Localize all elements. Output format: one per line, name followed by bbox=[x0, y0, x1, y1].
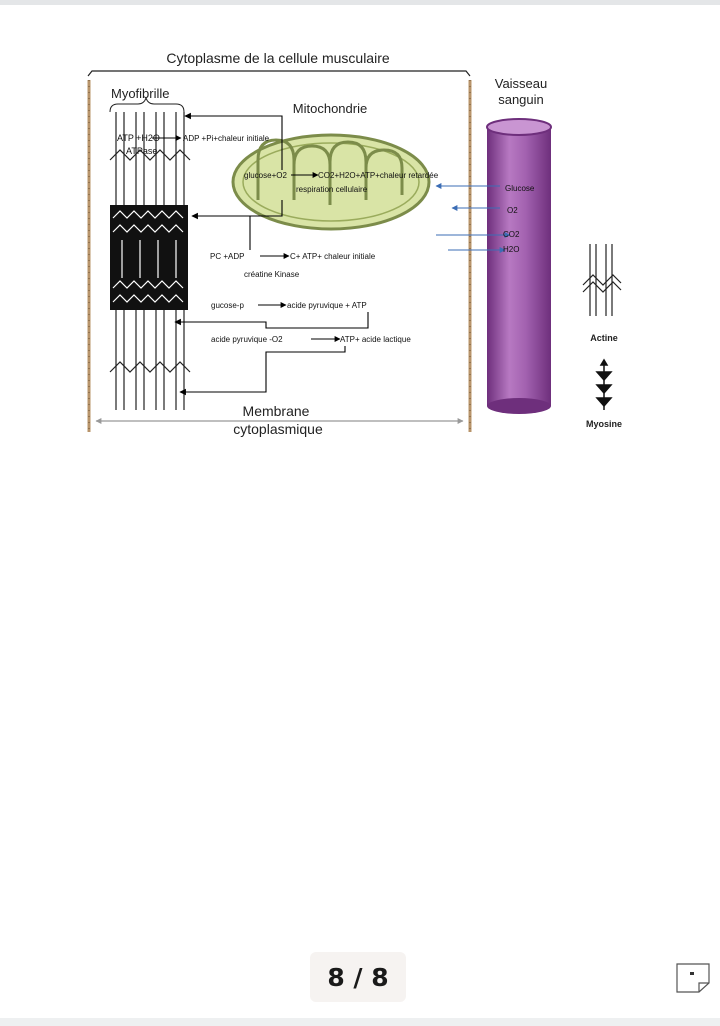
reaction-acide-pyruvique-o2: acide pyruvique -O2 bbox=[211, 335, 283, 344]
muscle-cell-diagram: Cytoplasme de la cellule musculaire Memb… bbox=[87, 50, 622, 437]
membrane-label-line1: Membrane bbox=[243, 403, 310, 419]
myosine-label: Myosine bbox=[586, 419, 622, 429]
actine-label: Actine bbox=[590, 333, 618, 343]
page-indicator: 8 / 8 bbox=[310, 952, 406, 1002]
blood-vessel bbox=[486, 118, 552, 414]
vaisseau-label-line2: sanguin bbox=[498, 92, 544, 107]
reaction-glucose-p: gucose-p bbox=[211, 301, 244, 310]
reaction-respiration: respiration cellulaire bbox=[296, 185, 368, 194]
reaction-atp-hydrolysis: ATP +H2O bbox=[117, 133, 160, 143]
blood-label-h2o: H2O bbox=[503, 245, 519, 254]
title-bracket bbox=[87, 70, 471, 77]
sarcomere-block bbox=[110, 205, 188, 310]
connector-lactic-to-myofibril bbox=[179, 346, 346, 396]
mitochondrion bbox=[231, 133, 431, 231]
membrane-label-line2: cytoplasmique bbox=[233, 421, 323, 437]
reaction-c-atp: C+ ATP+ chaleur initiale bbox=[290, 252, 376, 261]
connector-mito-to-myofibril-top bbox=[184, 112, 283, 170]
myofibrille-label: Myofibrille bbox=[111, 86, 170, 101]
blood-label-co2: CO2 bbox=[503, 230, 520, 239]
connector-mito-to-block bbox=[191, 200, 283, 220]
top-status-bar bbox=[0, 0, 720, 5]
vaisseau-label-line1: Vaisseau bbox=[495, 76, 548, 91]
blood-label-o2: O2 bbox=[507, 206, 518, 215]
reaction-pc-adp: PC +ADP bbox=[210, 252, 244, 261]
blood-label-glucose: Glucose bbox=[505, 184, 535, 193]
myofibrille-brace bbox=[109, 96, 185, 113]
reaction-acide-pyruvique-atp: acide pyruvique + ATP bbox=[287, 301, 367, 310]
reaction-glucose-o2: glucose+O2 bbox=[244, 171, 287, 180]
reaction-atpase: ATPase bbox=[126, 146, 157, 156]
reaction-adp-products: ADP +Pi+chaleur initiale bbox=[183, 134, 270, 143]
reaction-atp-lactique: ATP+ acide lactique bbox=[340, 335, 411, 344]
diagram-title: Cytoplasme de la cellule musculaire bbox=[166, 50, 390, 66]
bottom-bar bbox=[0, 1018, 720, 1026]
reaction-creatine-kinase: créatine Kinase bbox=[244, 270, 300, 279]
actine-legend-icon bbox=[582, 244, 622, 316]
myosine-legend-icon bbox=[595, 358, 613, 410]
page-thumbnail-icon[interactable] bbox=[676, 963, 710, 993]
reaction-co2-products: CO2+H2O+ATP+chaleur retardée bbox=[318, 171, 439, 180]
mitochondrie-label: Mitochondrie bbox=[293, 101, 367, 116]
connector-glycolysis-to-myofibril bbox=[174, 312, 369, 329]
